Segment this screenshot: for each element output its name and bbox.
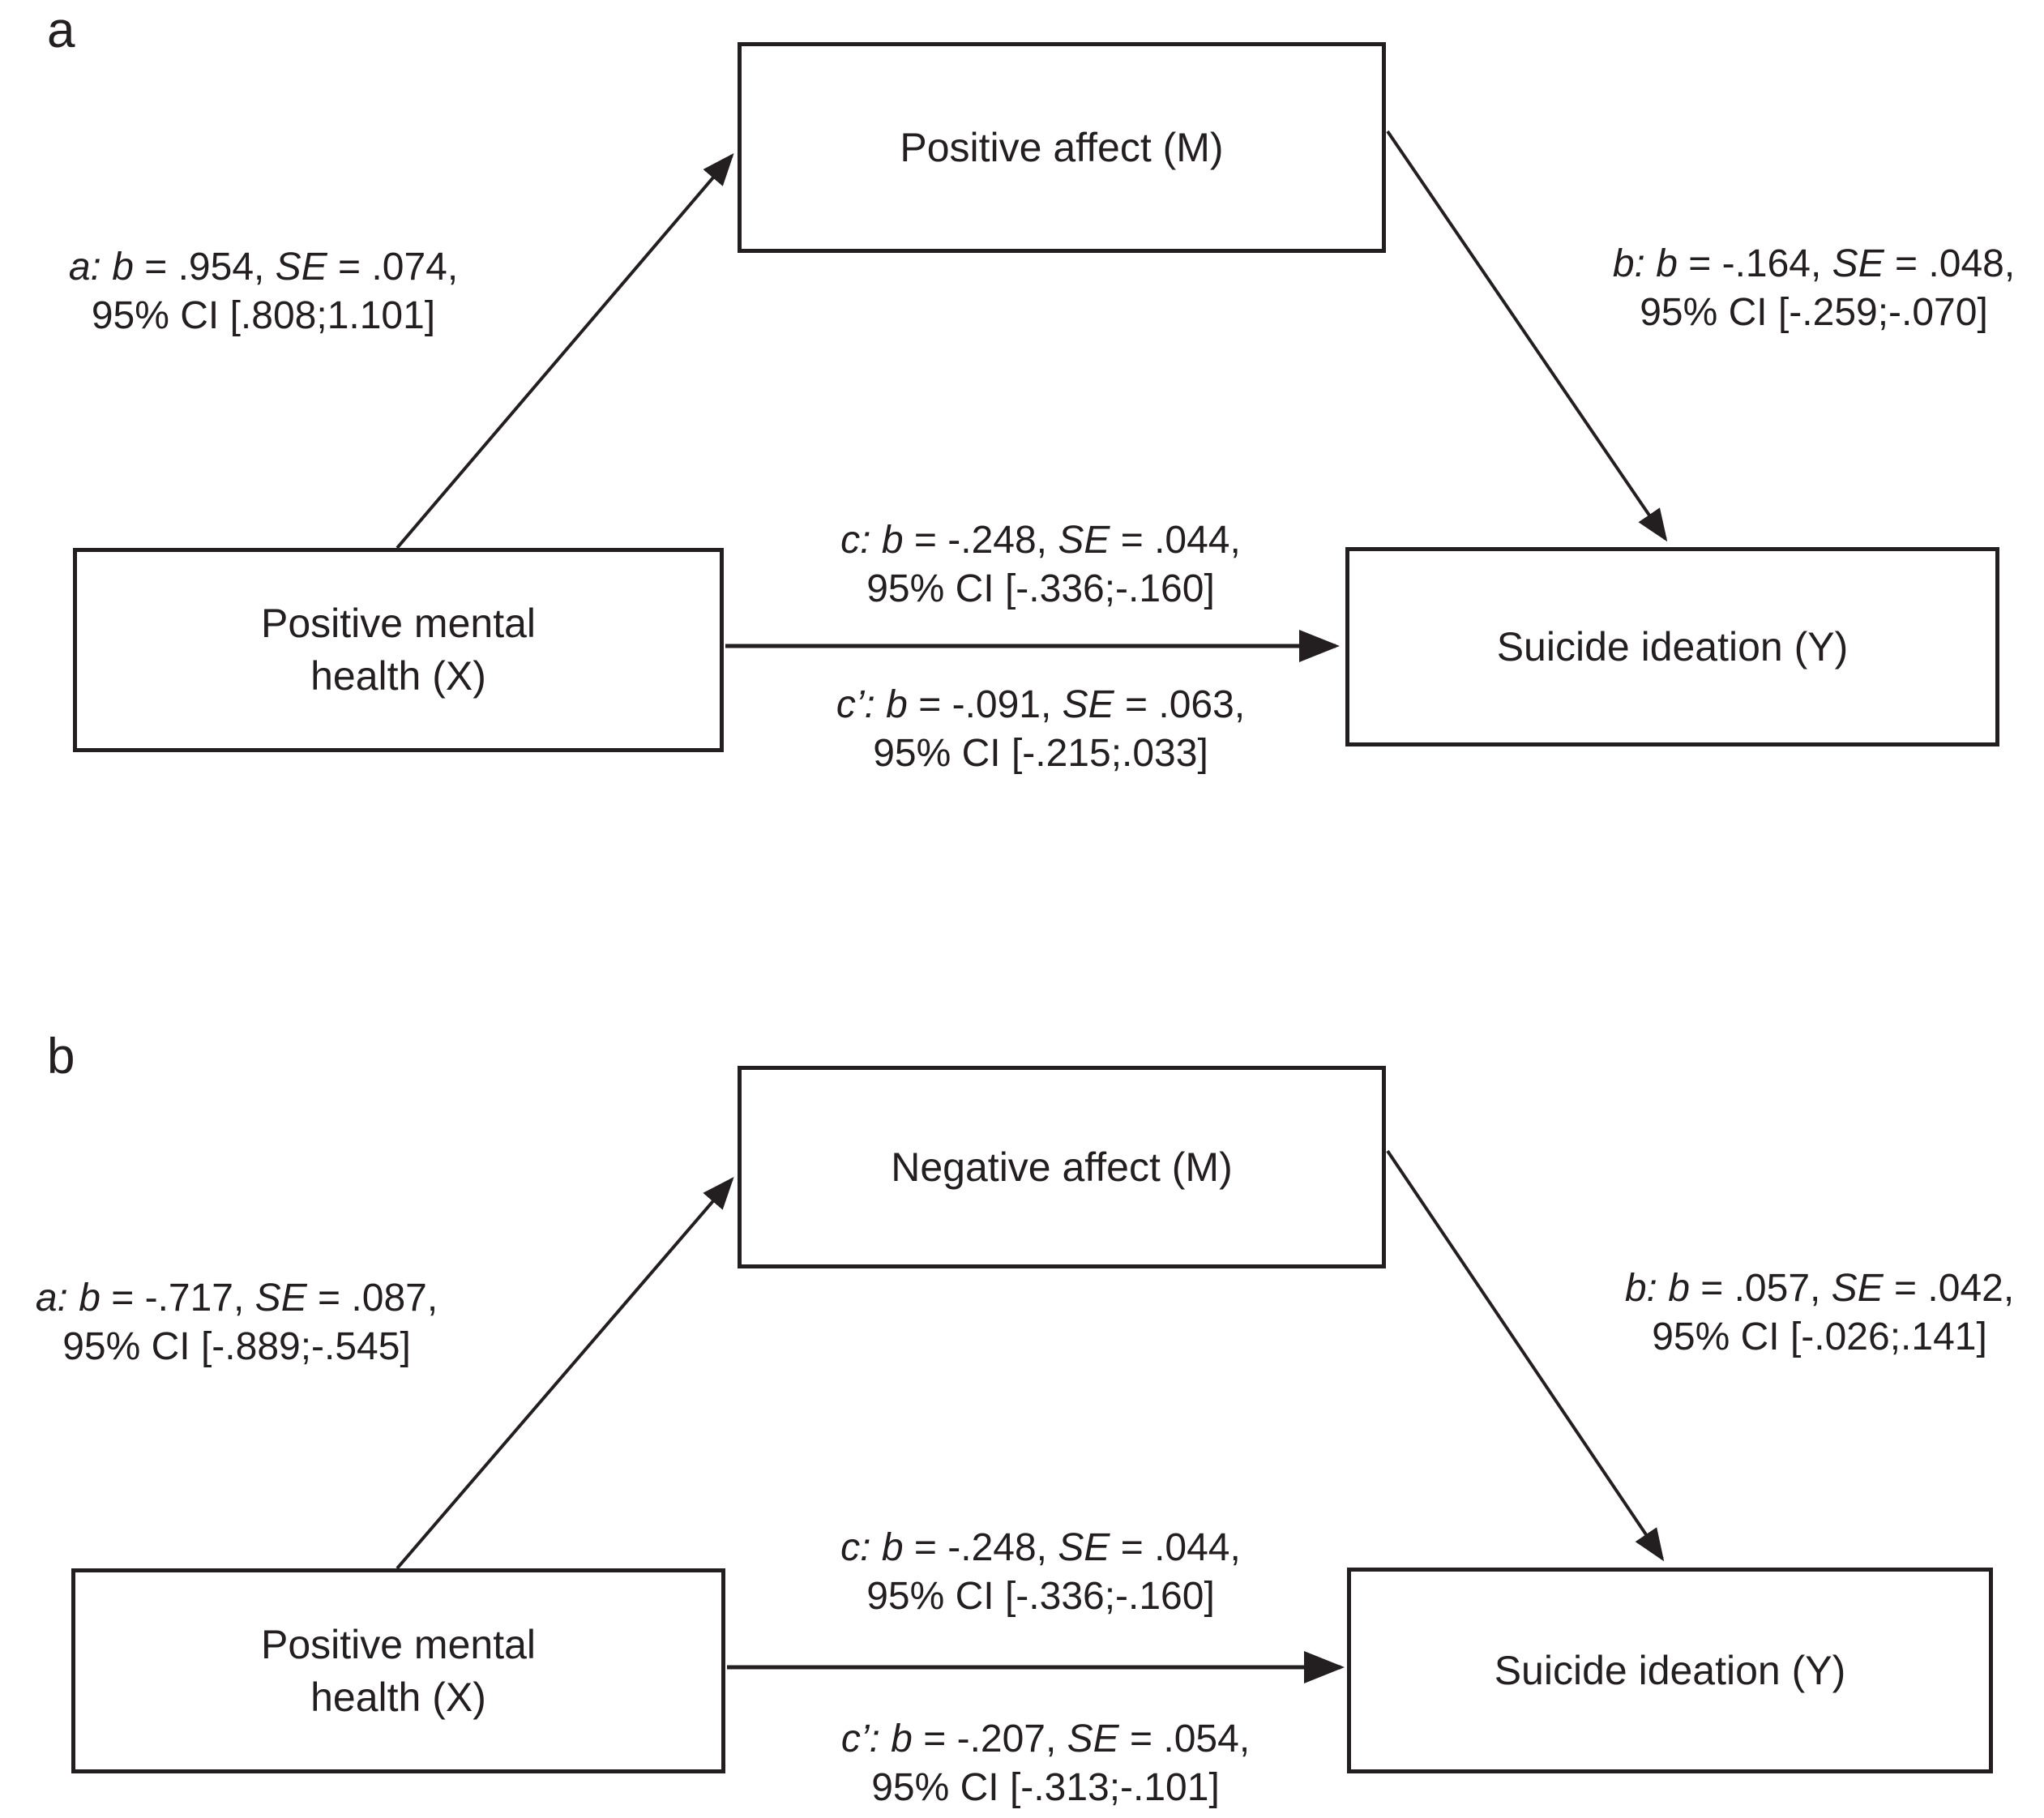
path-b-stats-a-line1: b: b = -.164, SE = .048, <box>1612 242 2016 285</box>
path-c-stats-a-line1: c: b = -.248, SE = .044, <box>840 519 1241 562</box>
path-b-stats-a: b: b = -.164, SE = .048, 95% CI [-.259;-… <box>1613 240 2015 337</box>
predictor-box-b: Positive mental health (X) <box>71 1568 725 1773</box>
path-a-stats-b: a: b = -.717, SE = .087, 95% CI [-.889;-… <box>36 1274 438 1371</box>
mediator-box-b: Negative affect (M) <box>738 1066 1386 1268</box>
panel-a-letter: a <box>47 2 75 58</box>
path-c-stats-a: c: b = -.248, SE = .044, 95% CI [-.336;-… <box>840 516 1241 614</box>
arrow-b-x-to-m <box>396 1176 734 1570</box>
outcome-label-b: Suicide ideation (Y) <box>1494 1647 1846 1693</box>
path-b-stats-b: b: b = .057, SE = .042, 95% CI [-.026;.1… <box>1625 1264 2014 1362</box>
arrow-b-m-to-y <box>1386 1149 1665 1562</box>
path-c-prime-stats-b-line1: c’: b = -.207, SE = .054, <box>840 1717 1251 1760</box>
path-a-stats-b-line1: a: b = -.717, SE = .087, <box>35 1277 438 1320</box>
path-c-stats-b: c: b = -.248, SE = .044, 95% CI [-.336;-… <box>840 1524 1241 1621</box>
path-c-prime-stats-a: c’: b = -.091, SE = .063, 95% CI [-.215;… <box>836 681 1245 778</box>
path-a-stats-b-ci: 95% CI [-.889;-.545] <box>62 1325 411 1368</box>
path-c-stats-b-ci: 95% CI [-.336;-.160] <box>866 1575 1215 1618</box>
outcome-box-b: Suicide ideation (Y) <box>1347 1568 1993 1773</box>
path-b-stats-a-ci: 95% CI [-.259;-.070] <box>1640 291 1988 334</box>
path-a-stats-a-ci: 95% CI [.808;1.101] <box>91 294 436 337</box>
outcome-box-a: Suicide ideation (Y) <box>1345 547 1999 746</box>
arrow-a-m-to-y <box>1386 130 1668 542</box>
predictor-label-a: Positive mental health (X) <box>260 601 537 699</box>
arrow-a-x-to-m <box>396 152 734 550</box>
path-a-stats-a: a: b = .954, SE = .074, 95% CI [.808;1.1… <box>69 243 458 340</box>
outcome-label-a: Suicide ideation (Y) <box>1496 623 1849 669</box>
path-c-prime-stats-b-ci: 95% CI [-.313;-.101] <box>871 1766 1220 1809</box>
path-c-prime-stats-a-ci: 95% CI [-.215;.033] <box>873 732 1208 775</box>
path-b-stats-b-ci: 95% CI [-.026;.141] <box>1652 1315 1987 1358</box>
predictor-label-b: Positive mental health (X) <box>260 1621 537 1720</box>
mediator-label-b: Negative affect (M) <box>891 1144 1233 1190</box>
path-c-stats-a-ci: 95% CI [-.336;-.160] <box>866 567 1215 610</box>
predictor-box-a: Positive mental health (X) <box>73 548 724 752</box>
path-c-prime-stats-b: c’: b = -.207, SE = .054, 95% CI [-.313;… <box>841 1715 1250 1812</box>
path-a-stats-a-line1: a: b = .954, SE = .074, <box>68 246 459 289</box>
path-c-stats-b-line1: c: b = -.248, SE = .044, <box>840 1526 1241 1569</box>
mediator-label-a: Positive affect (M) <box>900 124 1224 170</box>
panel-b-letter: b <box>47 1029 75 1084</box>
path-b-stats-b-line1: b: b = .057, SE = .042, <box>1624 1267 2015 1310</box>
mediator-box-a: Positive affect (M) <box>738 42 1386 253</box>
path-c-prime-stats-a-line1: c’: b = -.091, SE = .063, <box>836 683 1246 726</box>
